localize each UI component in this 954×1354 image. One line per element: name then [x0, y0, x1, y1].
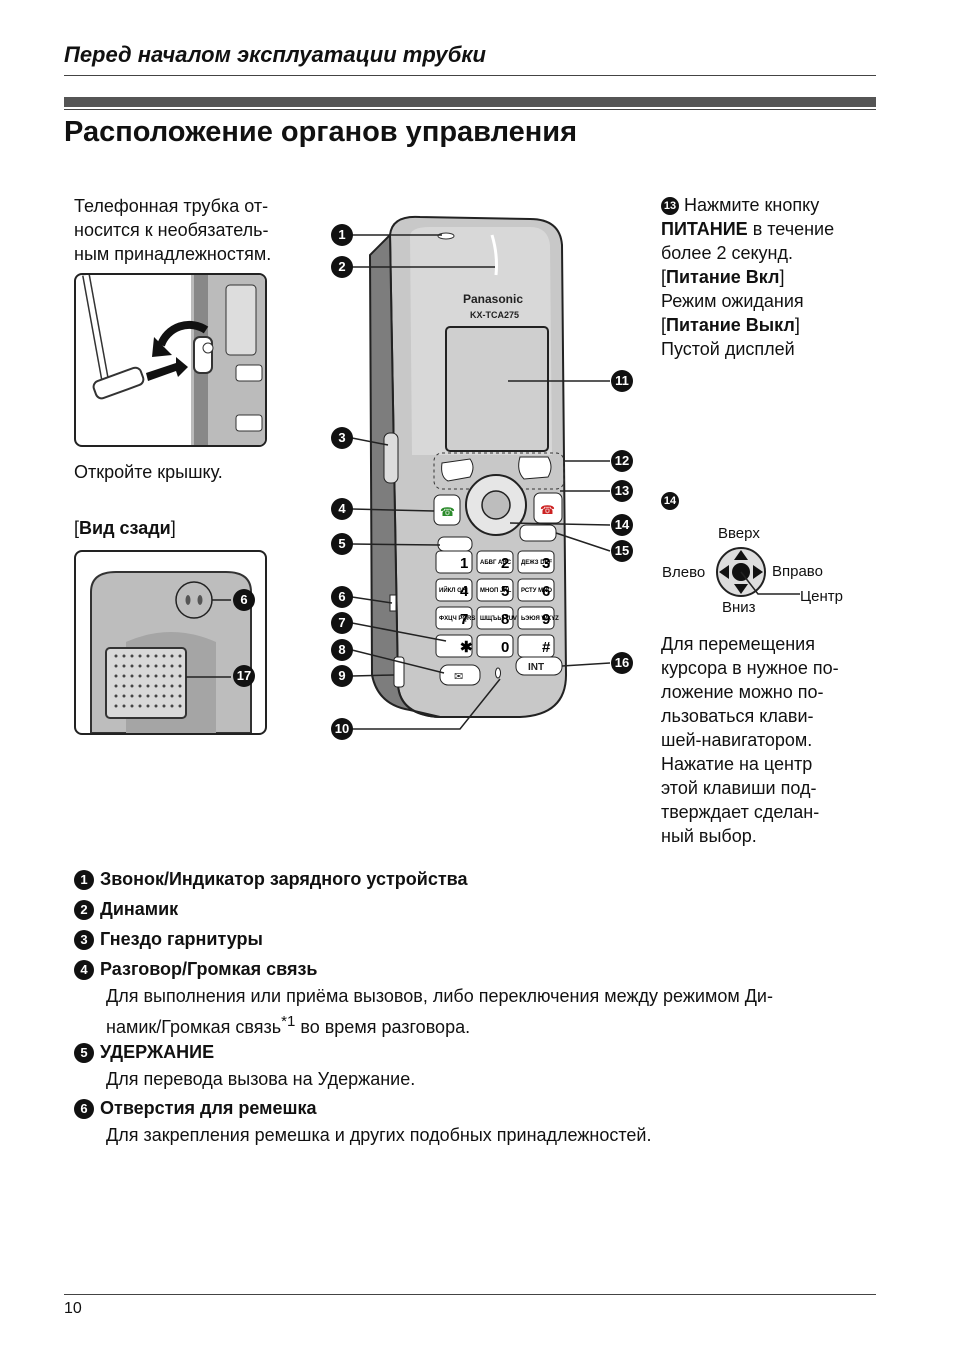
key-11: 0 [476, 634, 514, 658]
key-sub-label: ДЕЖЗ DEF [521, 560, 553, 566]
rear-view-illustration: 6 17 [74, 550, 267, 735]
key-main-label: 0 [501, 639, 509, 656]
open-cover-text: Откройте крышку. [74, 462, 223, 482]
key-main-label: 7 [460, 611, 468, 628]
key-main-label: # [542, 639, 551, 656]
callout-14: 14 [611, 514, 633, 536]
key-main-label: 6 [542, 583, 550, 600]
callout-13: 13 [611, 480, 633, 502]
page-title: Расположение органов управления [64, 116, 578, 148]
nav-center-label: Центр [800, 588, 843, 605]
key-main-label: ✱ [460, 639, 473, 656]
key-12: # [517, 634, 555, 658]
callout-12: 12 [611, 450, 633, 472]
key-sub-label: МНОП JKL [480, 588, 512, 594]
svg-text:KX-TCA275: KX-TCA275 [470, 310, 519, 320]
intro-text: Телефонная трубка от- носится к необязат… [74, 196, 272, 264]
navigator-description: Для перемещения курсора в нужное по- лож… [661, 634, 839, 846]
key-main-label: 4 [460, 583, 469, 600]
open-cover-illustration [74, 273, 267, 447]
callout-8: 8 [331, 639, 353, 661]
key-1: 1 [435, 550, 473, 574]
callout-6: 6 [331, 586, 353, 608]
key-sub-label: ФХЦЧ PQRS [439, 616, 475, 622]
section-header: Перед началом эксплуатации трубки [64, 42, 486, 67]
note-14-badge: 14 [661, 492, 679, 510]
key-main-label: 8 [501, 611, 509, 628]
key-sub-label: АБВГ ABC [480, 560, 512, 566]
callout-9: 9 [331, 665, 353, 687]
callout-10: 10 [331, 718, 353, 740]
title-bar [64, 97, 876, 107]
nav-down-label: Вниз [722, 599, 756, 616]
key-10: ✱ [435, 634, 473, 658]
svg-text:☎: ☎ [440, 505, 455, 519]
callout-5: 5 [331, 533, 353, 555]
callout-7: 7 [331, 612, 353, 634]
callout-17: 17 [233, 665, 255, 687]
key-main-label: 1 [460, 555, 468, 572]
callout-16: 16 [611, 652, 633, 674]
key-sub-label: РСТУ MNO [521, 588, 552, 594]
callout-1: 1 [331, 224, 353, 246]
svg-text:✉: ✉ [454, 671, 463, 683]
key-sub-label: ИЙКЛ GHI [439, 586, 468, 594]
footer-rule [64, 1294, 876, 1295]
svg-text:INT: INT [528, 662, 544, 673]
callout-15: 15 [611, 540, 633, 562]
svg-text:Panasonic: Panasonic [463, 292, 523, 306]
nav-right-label: Вправо [772, 563, 823, 580]
svg-text:☎: ☎ [540, 503, 555, 517]
key-main-label: 2 [501, 555, 509, 572]
callout-4: 4 [331, 498, 353, 520]
legend-desc-5: Для перевода вызова на Удержание. [106, 1069, 416, 1089]
header-rule [64, 75, 876, 76]
callout-11: 11 [611, 370, 633, 392]
callout-3: 3 [331, 427, 353, 449]
note-13-badge: 13 [661, 197, 679, 216]
callout-6-rear: 6 [233, 589, 255, 611]
page-number: 10 [64, 1300, 82, 1317]
callout-2: 2 [331, 256, 353, 278]
nav-left-label: Влево [662, 564, 706, 581]
legend-desc-4: Для выполнения или приёма вызовов, либо … [106, 986, 773, 1037]
rear-view-caption: [Вид сзади] [74, 518, 176, 538]
key-sub-label: ЬЭЮЯ WXYZ [521, 616, 559, 622]
key-main-label: 9 [542, 611, 550, 628]
key-main-label: 5 [501, 583, 509, 600]
navigator-key-icon [716, 547, 800, 597]
key-main-label: 3 [542, 555, 550, 572]
power-note: 13 Нажмите кнопку ПИТАНИЕ в течение боле… [661, 195, 835, 359]
title-rule [64, 109, 876, 110]
key-sub-label: ШЩЪЫ TUV [480, 616, 517, 622]
nav-up-label: Вверх [718, 525, 760, 542]
legend-desc-6: Для закрепления ремешка и других подобны… [106, 1125, 652, 1145]
